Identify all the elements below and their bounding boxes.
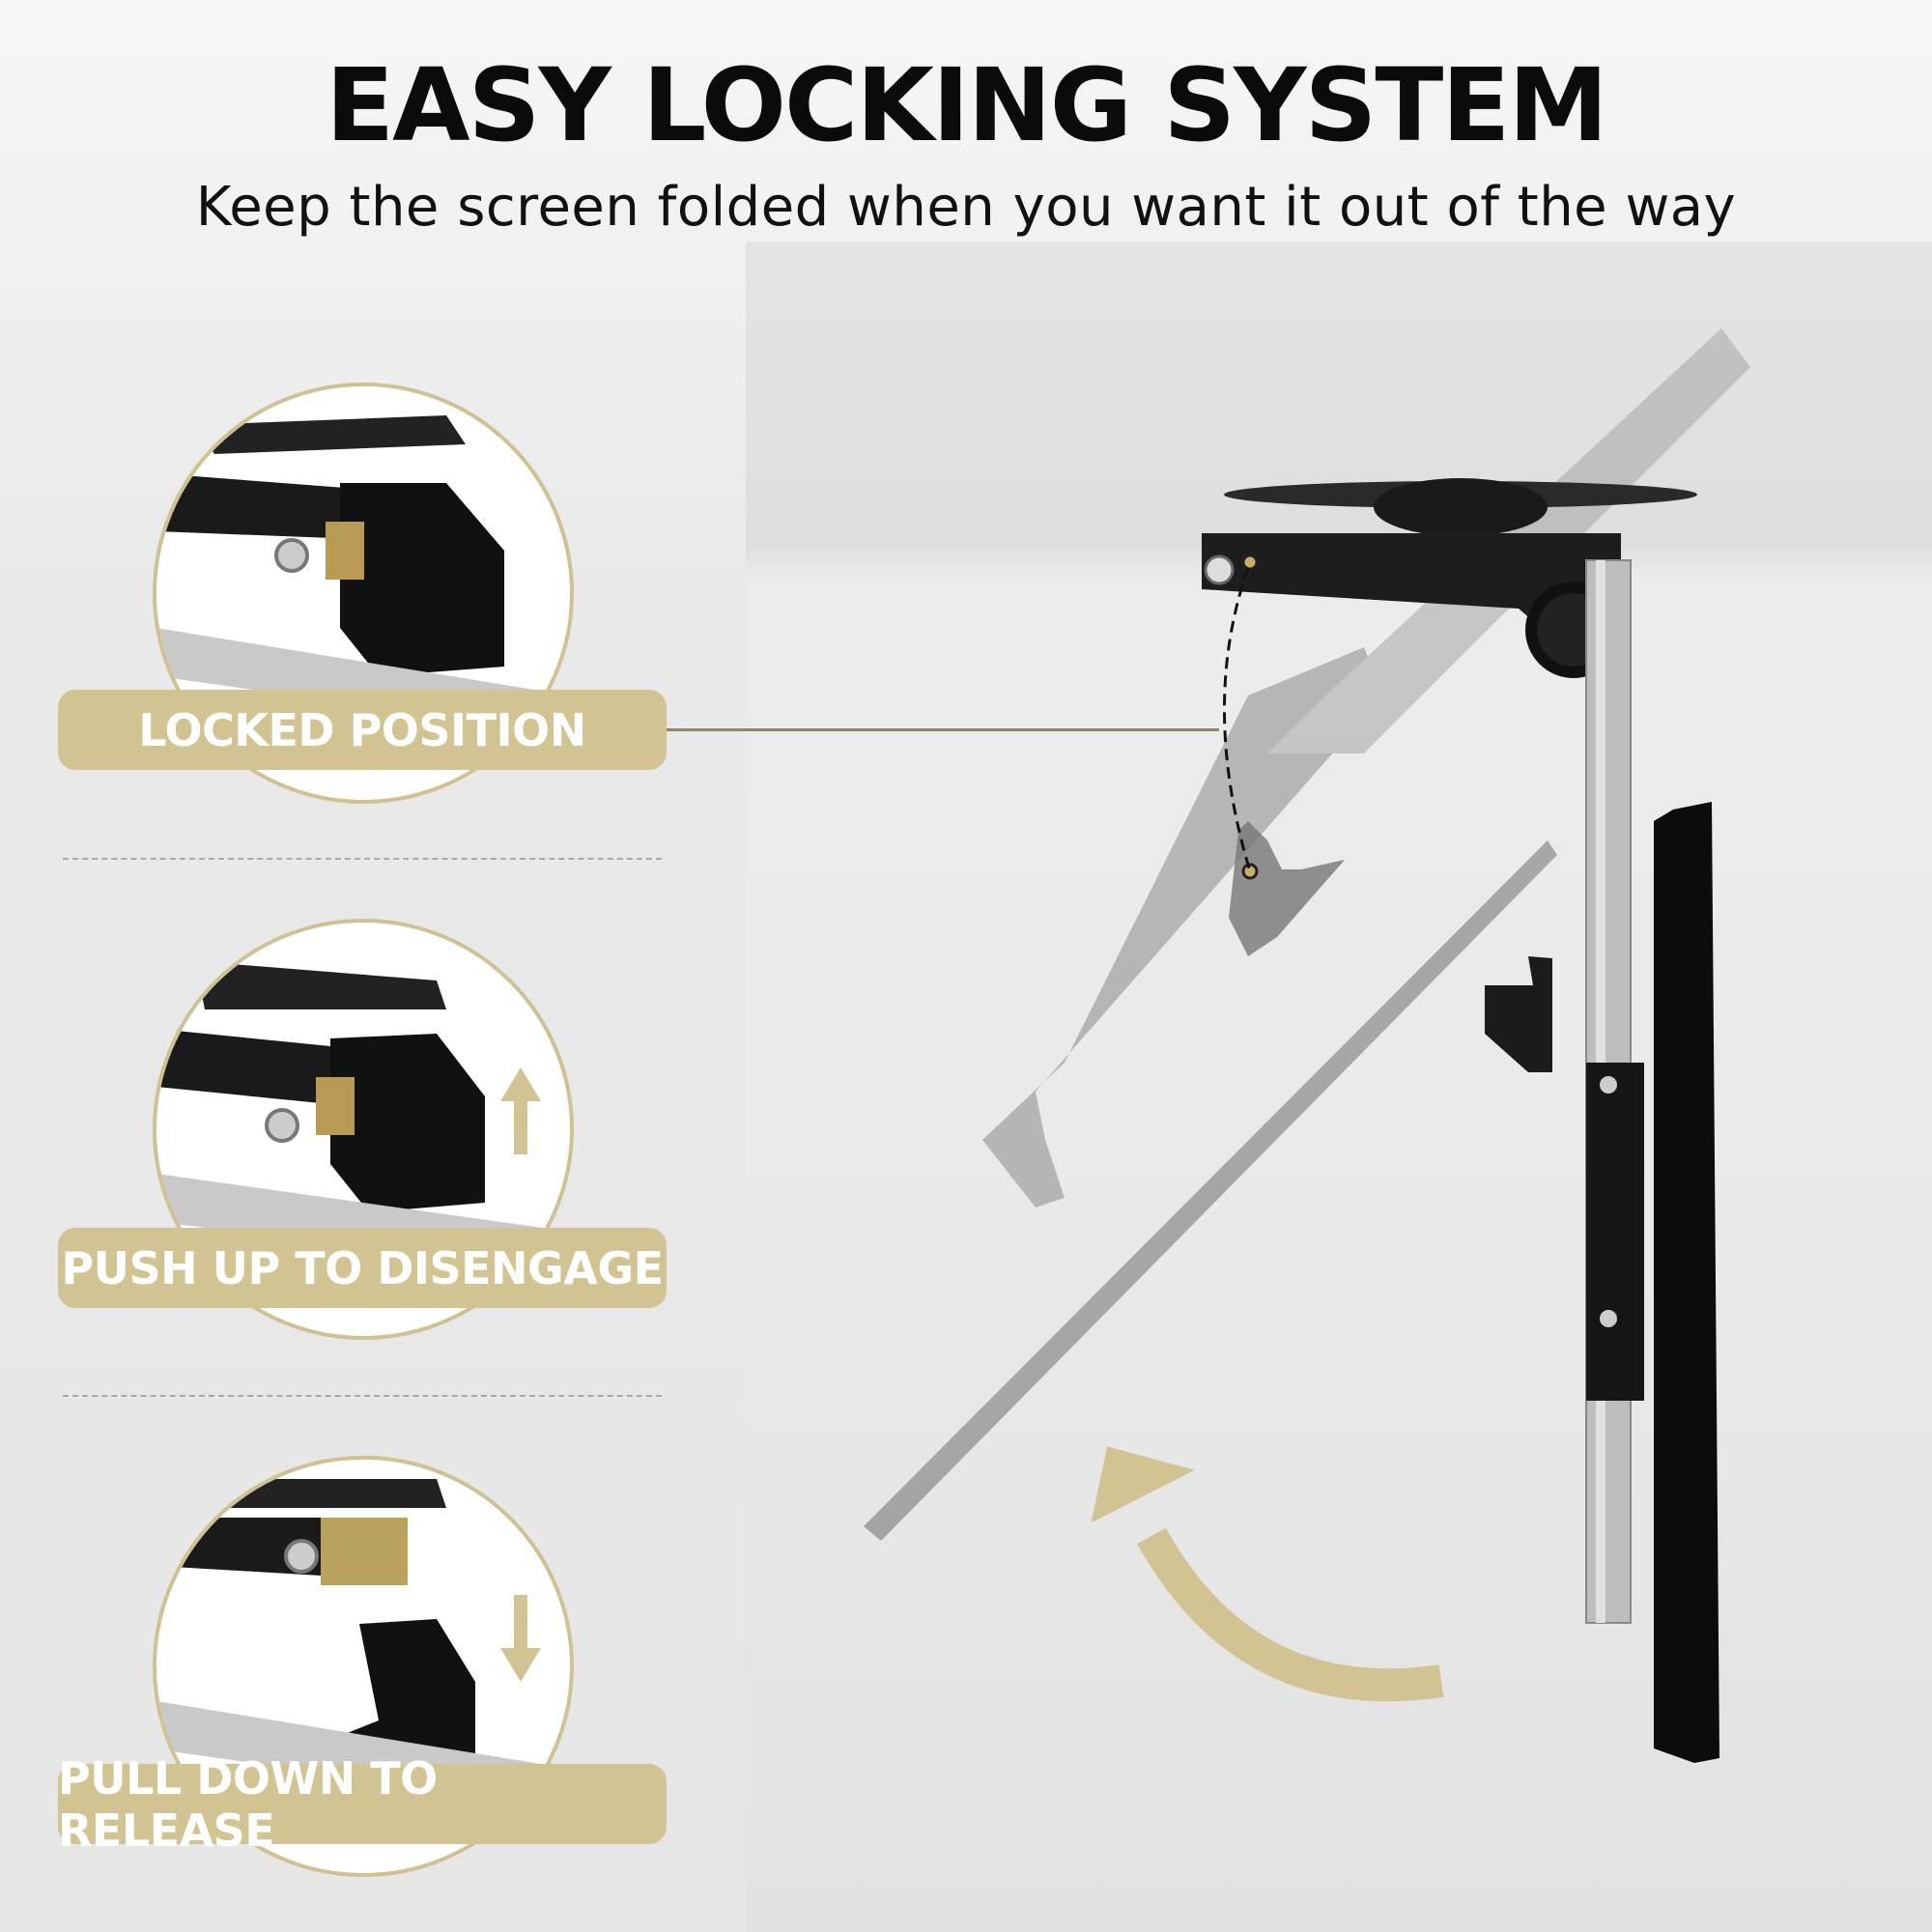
arrow-up-icon xyxy=(500,1067,541,1154)
page-subtitle: Keep the screen folded when you want it … xyxy=(195,176,1737,239)
page-title: EASY LOCKING SYSTEM xyxy=(326,46,1608,164)
callout-line xyxy=(667,728,1219,731)
arrow-down-icon xyxy=(500,1595,541,1682)
ceiling-tv-mount-illustration xyxy=(864,328,1750,1763)
push-up-label: PUSH UP TO DISENGAGE xyxy=(58,1228,667,1308)
fold-direction-arrow-icon xyxy=(1091,1446,1444,1702)
locked-position-label: LOCKED POSITION xyxy=(58,690,667,770)
divider xyxy=(63,1395,662,1397)
divider xyxy=(63,858,662,860)
product-photo-background xyxy=(746,242,1932,1932)
pull-down-label: PULL DOWN TO RELEASE xyxy=(58,1752,667,1857)
